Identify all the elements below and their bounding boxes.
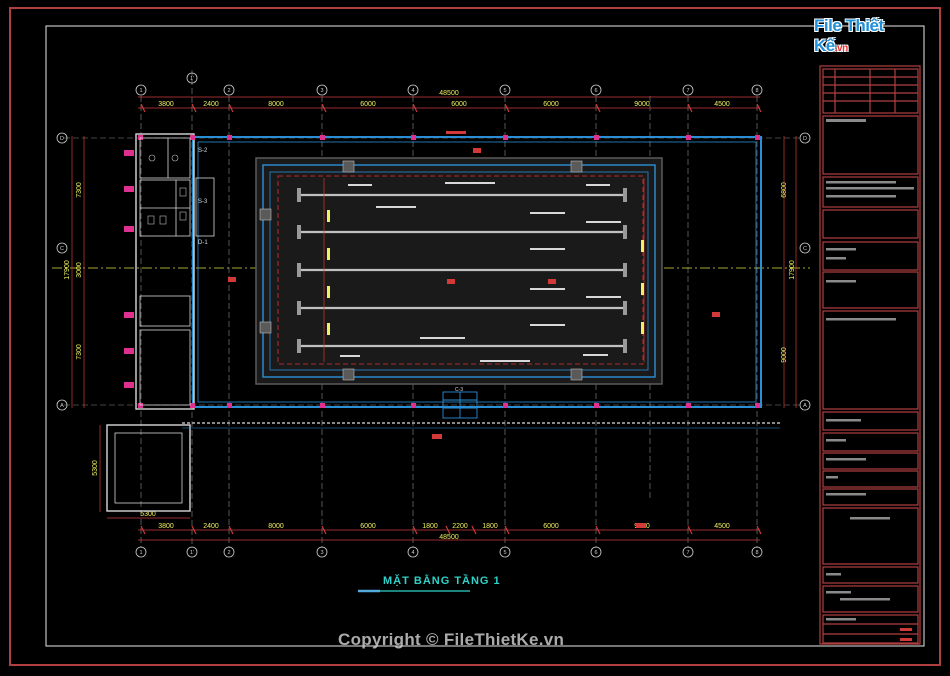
annex-outer <box>106 424 191 512</box>
dim-top-3: 8000 <box>268 101 284 108</box>
axis-col-7: 7 <box>686 88 689 94</box>
axis-bubble-labels-bottom: 1 1' 2 3 4 5 6 7 8 <box>139 550 758 556</box>
axis-col-8: 8 <box>755 88 758 94</box>
brand-logo: File Thiết Kế.vn <box>812 12 920 55</box>
axis-bubbles-side <box>56 132 811 411</box>
pool-annotations <box>340 182 621 362</box>
dim-bottom-2: 2400 <box>203 523 219 530</box>
left-wing-rooms <box>139 137 215 406</box>
brand-name: File Thiết Kế.vn <box>814 16 884 55</box>
stair-code: C-3 <box>455 387 463 393</box>
lane-anchors <box>297 188 627 353</box>
axis-col-4: 4 <box>411 88 414 94</box>
axis-col-8-b: 8 <box>755 550 758 556</box>
annotation-tags <box>228 131 720 528</box>
dim-top-4: 6000 <box>360 101 376 108</box>
dim-bottom-4: 6000 <box>360 523 376 530</box>
axis-col-2: 2 <box>227 88 230 94</box>
dim-right-1: 6800 <box>781 182 788 198</box>
axis-col-1: 1 <box>139 88 142 94</box>
axis-col-1-b: 1 <box>139 550 142 556</box>
dim-top-5: 6000 <box>451 101 467 108</box>
dimension-labels-right: 6800 9000 17900 <box>781 182 796 363</box>
axis-row-c-r: C <box>803 246 807 252</box>
axis-row-a: A <box>60 403 64 409</box>
pool-basin-inner <box>269 171 649 371</box>
dim-bottom-1: 3800 <box>158 523 174 530</box>
axis-bubbles-top <box>135 72 763 96</box>
axis-col-3: 3 <box>320 88 323 94</box>
wall-column-markers <box>138 135 760 408</box>
dim-right-total: 17900 <box>789 260 796 280</box>
dim-annex-horizontal: 5300 <box>140 511 156 518</box>
axis-col-5-b: 5 <box>503 550 506 556</box>
dim-left-total: 17900 <box>64 260 71 280</box>
dim-top-7: 9000 <box>634 101 650 108</box>
sanitary-fixtures <box>147 154 187 225</box>
axis-row-d-r: D <box>803 136 807 142</box>
dim-top-6: 6000 <box>543 101 559 108</box>
dim-bottom-7: 1800 <box>482 523 498 530</box>
axis-col-4-b: 4 <box>411 550 414 556</box>
room-code-d1: D-1 <box>198 240 208 246</box>
dim-bottom-10: 4500 <box>714 523 730 530</box>
title-block <box>819 65 921 645</box>
dim-left-1: 7300 <box>76 182 83 198</box>
axis-row-d: D <box>60 136 64 142</box>
dim-right-2: 9000 <box>781 347 788 363</box>
annex-inner <box>114 432 183 504</box>
title-block-text <box>826 119 914 641</box>
dim-top-1: 3800 <box>158 101 174 108</box>
outer-frame <box>9 7 941 666</box>
room-code-s2: S-2 <box>198 148 208 154</box>
dim-top-2: 2400 <box>203 101 219 108</box>
dimension-labels-left: 7300 3000 7300 17900 5300 5300 <box>64 182 156 518</box>
dim-bottom-total: 48500 <box>439 534 459 541</box>
lane-ropes <box>300 193 625 348</box>
drawing-title: MẶT BẰNG TẦNG 1 <box>383 575 501 587</box>
axis-col-3-b: 3 <box>320 550 323 556</box>
pool-basin-outer <box>262 164 656 378</box>
entrance-steps <box>442 391 478 419</box>
room-code-s3: S-3 <box>198 199 208 205</box>
drawing-border <box>45 25 925 647</box>
left-wing-codes: S-2 S-3 D-1 <box>198 148 208 246</box>
axis-col-1p: 1' <box>190 76 194 82</box>
watermark-copyright: Copyright © FileThietKe.vn <box>338 630 565 649</box>
dim-top-total: 48500 <box>439 90 459 97</box>
dim-annex-vertical: 5300 <box>92 460 99 476</box>
axis-col-5: 5 <box>503 88 506 94</box>
axis-col-2-b: 2 <box>227 550 230 556</box>
dimension-lines <box>71 96 797 541</box>
left-wing-tags <box>124 150 134 388</box>
dim-bottom-3: 8000 <box>268 523 284 530</box>
axis-col-6: 6 <box>594 88 597 94</box>
axis-bubble-labels-side: D C A D C A <box>60 136 807 409</box>
dimension-labels-top: 3800 2400 8000 6000 6000 6000 9000 4500 … <box>158 90 730 108</box>
pool-inner-dims <box>327 210 644 335</box>
axis-bubbles-bottom <box>135 546 763 558</box>
axis-row-c: C <box>60 246 64 252</box>
pool-edge <box>277 175 644 365</box>
dim-bottom-5: 1800 <box>422 523 438 530</box>
axis-col-1p-b: 1' <box>190 550 194 556</box>
dim-bottom-6: 2200 <box>452 523 468 530</box>
structural-columns <box>259 160 583 381</box>
dim-left-2: 3000 <box>76 262 83 278</box>
axis-col-6-b: 6 <box>594 550 597 556</box>
axis-row-a-r: A <box>803 403 807 409</box>
axis-col-7-b: 7 <box>686 550 689 556</box>
dim-top-8: 4500 <box>714 101 730 108</box>
dimension-ticks <box>140 103 762 535</box>
axis-bubble-labels-top: 1 1' 2 3 4 5 6 7 8 <box>139 76 758 94</box>
dim-left-3: 7300 <box>76 344 83 360</box>
dim-bottom-8: 6000 <box>543 523 559 530</box>
